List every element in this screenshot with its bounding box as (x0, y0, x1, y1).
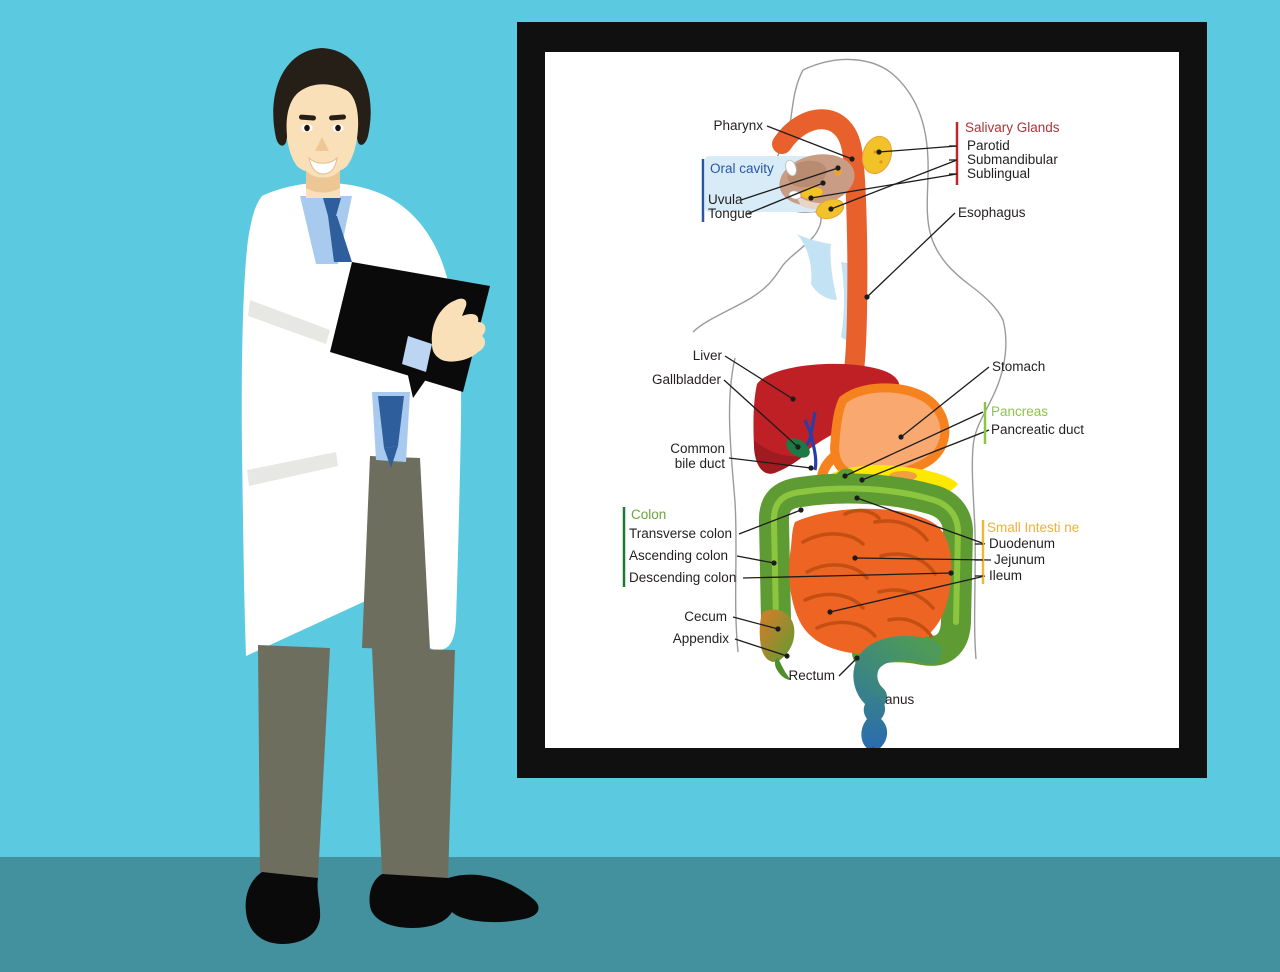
tie-knot (323, 198, 341, 216)
liver-lower-lobe (754, 440, 805, 474)
sigmoid-shape (853, 636, 942, 709)
label-small-intestine: Small Intesti ne (987, 520, 1079, 535)
bile-duct-shape (796, 411, 818, 471)
label-uvula: Uvula (708, 192, 743, 207)
uvula-shape (834, 168, 842, 176)
hand (431, 298, 486, 362)
hair (273, 48, 371, 146)
parotid-dot-texture (879, 160, 883, 164)
torso-right-outline (971, 446, 977, 660)
coat-shadow-arm (248, 300, 330, 344)
pants-waist (362, 456, 430, 650)
label-parotid: Parotid (967, 138, 1010, 153)
pupil-left (304, 124, 310, 132)
floor (0, 857, 1280, 972)
label-rectum: Rectum (788, 668, 835, 683)
parotid-dot-texture (873, 150, 877, 154)
rectum-shape (861, 695, 888, 748)
mouth-inner (787, 160, 827, 188)
label-common-bile-duct-1: Common (670, 441, 725, 456)
shoe-right (369, 874, 539, 928)
label-salivary-glands: Salivary Glands (965, 120, 1060, 135)
label-cecum: Cecum (684, 609, 727, 624)
group-bars (622, 122, 987, 587)
neck-shadow (306, 170, 340, 193)
small-intestine-coils (801, 508, 937, 638)
label-descending-colon: Descending colon (629, 570, 736, 585)
label-duodenum: Duodenum (989, 536, 1055, 551)
pant-leg-right (372, 648, 455, 880)
torso-left-outline (728, 357, 739, 653)
label-liver: Liver (693, 348, 723, 363)
label-transverse-colon: Transverse colon (629, 526, 732, 541)
coat-shadow-hip (247, 452, 338, 486)
label-submandibular: Submandibular (967, 152, 1058, 167)
doctor-illustration (241, 48, 539, 944)
appendix-shape (774, 658, 791, 680)
digestive-system-diagram: Pharynx Salivary Glands Parotid Submandi… (622, 58, 1084, 748)
label-sublingual: Sublingual (967, 166, 1030, 181)
tie-band (328, 216, 352, 262)
anus-shape (871, 746, 875, 748)
parotid-gland (861, 135, 893, 175)
label-pancreatic-duct: Pancreatic duct (991, 422, 1084, 437)
pant-leg-left (258, 645, 330, 878)
face (285, 70, 359, 174)
label-jejunum: Jejunum (994, 552, 1045, 567)
label-pancreas: Pancreas (991, 404, 1048, 419)
label-colon: Colon (631, 507, 666, 522)
whiteboard-surface: Pharynx Salivary Glands Parotid Submandi… (545, 52, 1179, 748)
label-esophagus: Esophagus (958, 205, 1026, 220)
label-stomach: Stomach (992, 359, 1045, 374)
smile (308, 156, 338, 175)
stomach-shape (830, 383, 950, 482)
neck-shading (797, 234, 837, 300)
eyebrow-left (298, 114, 316, 121)
label-ascending-colon: Ascending colon (629, 548, 728, 563)
cecum-shape (759, 609, 795, 662)
whiteboard-frame: Pharynx Salivary Glands Parotid Submandi… (517, 22, 1207, 778)
label-ileum: Ileum (989, 568, 1022, 583)
label-lines (723, 125, 992, 677)
tie-lower (378, 396, 404, 448)
colon-highlight (770, 485, 962, 625)
label-tongue: Tongue (708, 206, 752, 221)
clipboard-corner (405, 362, 434, 398)
head-back-outline (802, 58, 1007, 448)
tie-tip (384, 446, 398, 468)
eyebrow-right (329, 114, 347, 121)
label-pharynx: Pharynx (713, 118, 763, 133)
teeth-upper (785, 159, 797, 177)
label-anus: anus (885, 692, 915, 707)
lab-coat (241, 182, 462, 657)
label-gallbladder: Gallbladder (652, 372, 722, 387)
esophagus-shape (772, 109, 868, 414)
shoe-left (245, 872, 321, 944)
label-oral-cavity: Oral cavity (710, 161, 774, 176)
pupil-right (335, 124, 341, 132)
small-intestine-shape (789, 508, 952, 655)
label-appendix: Appendix (673, 631, 730, 646)
label-common-bile-duct-2: bile duct (675, 456, 726, 471)
nose (315, 137, 329, 151)
shirt-cuff (402, 336, 432, 372)
